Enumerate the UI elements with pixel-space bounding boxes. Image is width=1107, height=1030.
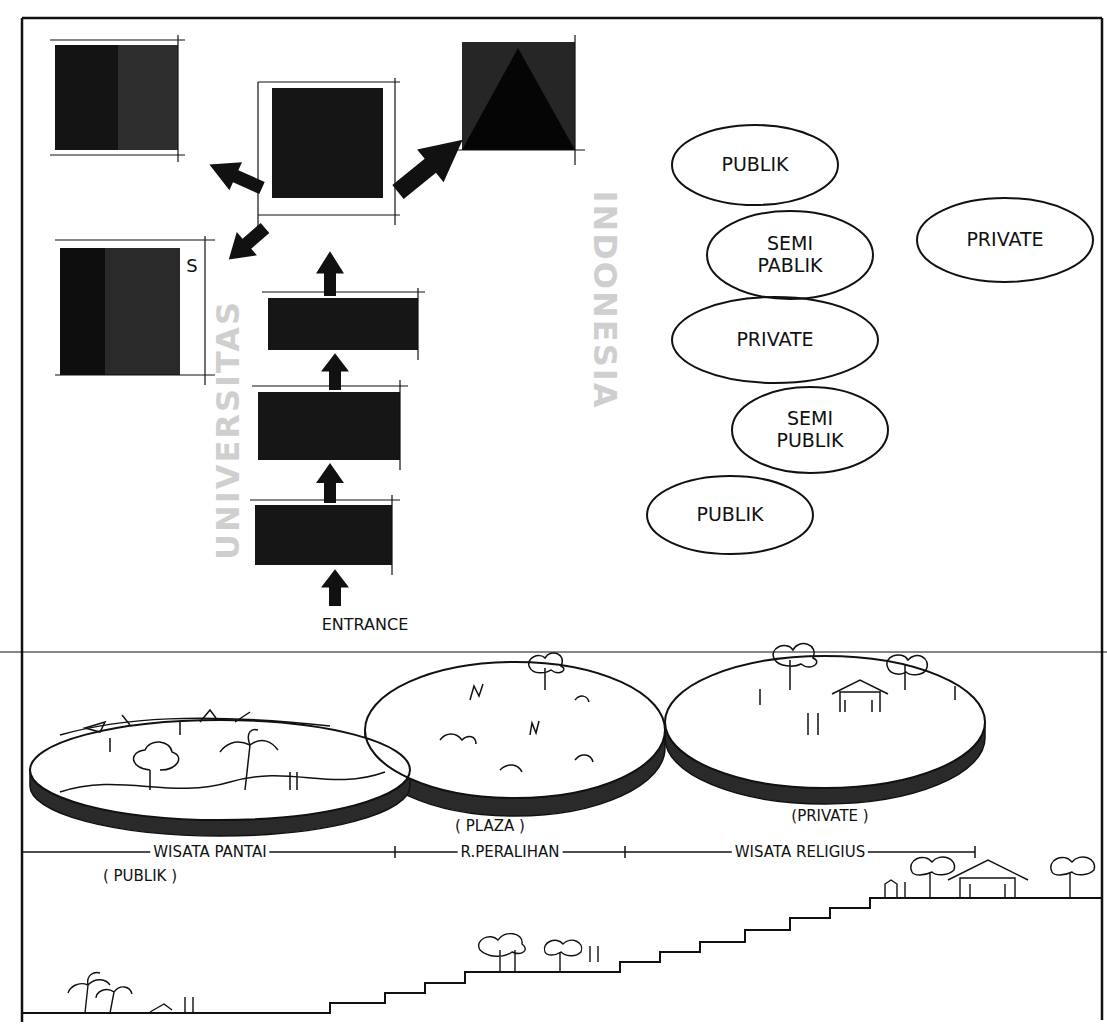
platform-outlines (30, 656, 985, 820)
platform-details (60, 644, 955, 792)
zoning-ellipse: PRIVATE (670, 295, 880, 385)
zone-text: SEMI PUBLIK (730, 385, 890, 475)
zone-text: SEMI PABLIK (705, 209, 875, 301)
annotation-label: WISATA PANTAI (150, 843, 269, 861)
annotation-label: ( PLAZA ) (452, 817, 528, 835)
zoning-ellipse: PUBLIK (645, 474, 815, 556)
watermark-text: UNIVERSITAS (209, 297, 247, 563)
zone-text: PRIVATE (915, 196, 1095, 284)
annotation-label: (PRIVATE ) (788, 807, 871, 825)
watermark-text: INDONESIA (586, 188, 624, 413)
annotation-label: WISATA RELIGIUS (732, 843, 868, 861)
flow-arrows (203, 123, 476, 606)
section-details (68, 857, 1095, 1013)
site-section (22, 898, 1102, 1013)
annotation-label: ( PUBLIK ) (100, 867, 180, 885)
zone-text: PUBLIK (670, 123, 840, 207)
annotation-label: ENTRANCE (319, 615, 412, 634)
zoning-ellipse: PRIVATE (915, 196, 1095, 284)
mass-blocks (55, 42, 575, 565)
annotation-label: S (183, 255, 200, 276)
zone-text: PUBLIK (645, 474, 815, 556)
zoning-ellipse: PUBLIK (670, 123, 840, 207)
zone-label: PUBLIK (721, 154, 788, 176)
zone-label: PRIVATE (736, 329, 813, 351)
zone-label: PRIVATE (966, 229, 1043, 251)
zone-label: SEMI PABLIK (739, 233, 841, 277)
zone-text: PRIVATE (670, 295, 880, 385)
zoning-ellipse: SEMI PUBLIK (730, 385, 890, 475)
zoning-ellipse: SEMI PABLIK (705, 209, 875, 301)
zone-label: PUBLIK (696, 504, 763, 526)
frame (0, 18, 1107, 1022)
annotation-label: R.PERALIHAN (458, 843, 563, 861)
brackets (50, 35, 585, 575)
zone-label: SEMI PUBLIK (762, 408, 858, 452)
platform-tops (30, 656, 985, 820)
